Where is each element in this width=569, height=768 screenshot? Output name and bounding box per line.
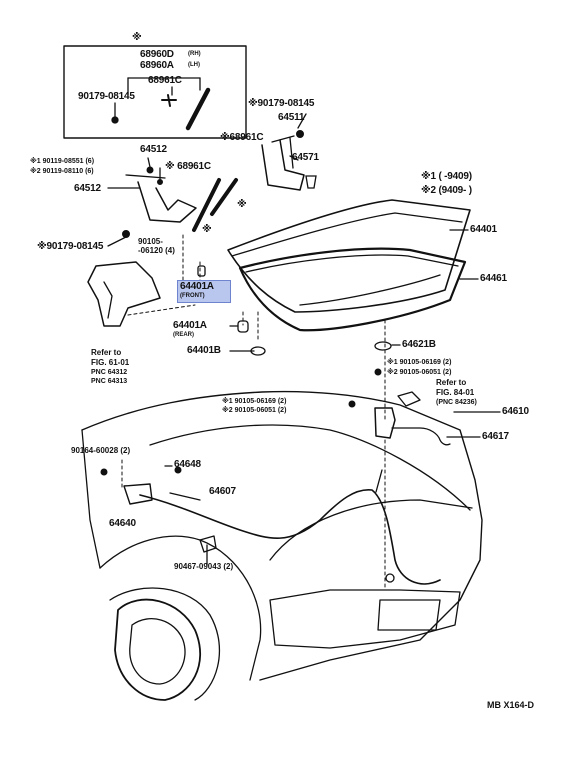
bolt-90119-08551[interactable]: ※1 90119-08551 (6) bbox=[30, 158, 95, 165]
part-64512-left[interactable]: 64512 bbox=[74, 183, 101, 194]
part-68960D[interactable]: 68960D bbox=[140, 49, 174, 60]
part-64610[interactable]: 64610 bbox=[502, 406, 529, 417]
part-64617[interactable]: 64617 bbox=[482, 431, 509, 442]
part-64571[interactable]: 64571 bbox=[292, 152, 319, 163]
part-64461[interactable]: 64461 bbox=[480, 273, 507, 284]
legend-row-2: ※2 (9409- ) bbox=[421, 185, 472, 196]
inset-mark: ※ bbox=[132, 32, 142, 43]
bolt-90105-06120-b[interactable]: -06120 (4) bbox=[138, 246, 175, 255]
part-68961C-right[interactable]: ※68961C bbox=[220, 132, 264, 143]
refer-61-line1: Refer to bbox=[91, 348, 122, 357]
hinge-left bbox=[137, 181, 197, 223]
bolt-90105-06169-mid[interactable]: ※1 90105-06169 (2) bbox=[222, 398, 287, 405]
car-body-outline bbox=[81, 390, 483, 681]
refer-84-pnc: (PNC 84236) bbox=[436, 399, 477, 406]
part-64512-top[interactable]: 64512 bbox=[140, 144, 167, 155]
bolt-90179-08145-top[interactable]: ※90179-08145 bbox=[248, 98, 315, 109]
refer-61-link[interactable]: FIG. 61-01 bbox=[91, 358, 130, 367]
bolt-90105-06169-right[interactable]: ※1 90105-06169 (2) bbox=[387, 359, 452, 366]
part-68960D-note: (RH) bbox=[188, 51, 201, 57]
part-68961C-inset[interactable]: 68961C bbox=[148, 75, 182, 86]
part-64401A-front-note: (FRONT) bbox=[180, 293, 205, 299]
part-64621B[interactable]: 64621B bbox=[402, 339, 436, 350]
inset-frame bbox=[63, 45, 247, 139]
part-64401A-rear[interactable]: 64401A bbox=[173, 320, 207, 331]
trunk-lid-outline bbox=[227, 199, 471, 313]
bolt-90179-08145-inset[interactable]: 90179-08145 bbox=[78, 91, 135, 102]
bolt-90105-06051-mid[interactable]: ※2 90105-06051 (2) bbox=[222, 407, 287, 414]
part-64648[interactable]: 64648 bbox=[174, 459, 201, 470]
bolt-90467-09043[interactable]: 90467-09043 (2) bbox=[174, 562, 234, 571]
bolt-90105-06051-right[interactable]: ※2 90105-06051 (2) bbox=[387, 369, 452, 376]
refer-84-line1: Refer to bbox=[436, 378, 467, 387]
part-64401B[interactable]: 64401B bbox=[187, 345, 221, 356]
hinge-right bbox=[261, 139, 305, 191]
part-64401[interactable]: 64401 bbox=[470, 224, 497, 235]
bolt-90119-08110[interactable]: ※2 90119-08110 (6) bbox=[30, 168, 94, 175]
diagram-code: MB X164-D bbox=[487, 700, 535, 710]
part-64607[interactable]: 64607 bbox=[209, 486, 236, 497]
part-64511[interactable]: 64511 bbox=[278, 112, 305, 123]
bolt-90105-06120-a[interactable]: 90105- bbox=[138, 237, 163, 246]
bolt-90164-60028[interactable]: 90164-60028 (2) bbox=[71, 446, 131, 455]
inset-stay-rod bbox=[185, 87, 211, 131]
bolt-90179-08145-left[interactable]: ※90179-08145 bbox=[37, 241, 104, 252]
part-64401A-front[interactable]: 64401A bbox=[180, 281, 214, 292]
legend-row-1: ※1 ( -9409) bbox=[421, 171, 472, 182]
highlight-64401A-front bbox=[177, 280, 231, 303]
stay-bracket bbox=[87, 261, 161, 327]
refer-84-link[interactable]: FIG. 84-01 bbox=[436, 388, 475, 397]
release-cable bbox=[139, 489, 441, 585]
part-68960A[interactable]: 68960A bbox=[140, 60, 174, 71]
mark-asterisk-b: ※ bbox=[202, 224, 212, 235]
mark-asterisk-a: ※ bbox=[237, 199, 247, 210]
lock-assembly bbox=[374, 407, 396, 439]
part-64640[interactable]: 64640 bbox=[109, 518, 136, 529]
part-68961C-mid[interactable]: ※ 68961C bbox=[165, 161, 211, 172]
refer-61-pnc1: PNC 64312 bbox=[91, 369, 128, 376]
part-68960A-note: (LH) bbox=[188, 62, 200, 68]
refer-61-pnc2: PNC 64313 bbox=[91, 378, 128, 385]
rear-wheel bbox=[114, 598, 201, 701]
part-64401A-rear-note: (REAR) bbox=[173, 332, 194, 338]
weatherstrip-64461 bbox=[238, 247, 467, 332]
